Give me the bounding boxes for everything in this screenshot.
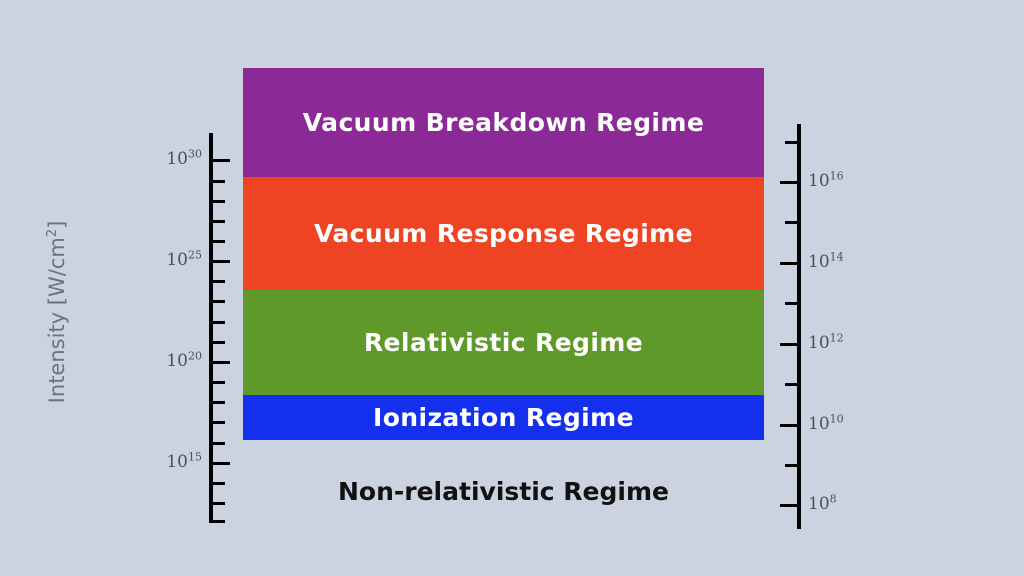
axis-tick [212,421,225,424]
left-axis-title-exponent: 2 [45,228,60,238]
axis-tick-label: 1015 [166,450,202,472]
left-axis-spine [209,133,213,523]
axis-tick [780,343,798,346]
axis-tick [212,300,225,303]
axis-tick [212,240,225,243]
nonrelativistic-regime-caption: Non-relativistic Regime [243,471,764,511]
nonrelativistic-regime-label: Non-relativistic Regime [338,476,669,506]
axis-tick [780,504,798,507]
regime-band-label: Vacuum Response Regime [314,219,693,248]
tick-label-exponent: 15 [188,450,202,464]
axis-tick [785,302,798,305]
axis-tick-label: 1016 [808,169,844,191]
tick-label-base: 10 [808,171,830,191]
tick-label-base: 10 [808,414,830,434]
axis-tick [785,221,798,224]
regime-band: Vacuum Response Regime [243,177,764,290]
axis-tick [212,462,230,465]
tick-label-exponent: 12 [829,331,844,345]
axis-tick [212,341,225,344]
tick-label-base: 10 [808,494,830,514]
axis-tick [212,520,225,523]
tick-label-base: 10 [808,333,830,353]
axis-tick [212,361,230,364]
axis-tick-label: 1014 [808,250,844,272]
regime-band-label: Relativistic Regime [363,328,644,357]
tick-label-base: 10 [166,149,188,169]
tick-label-exponent: 20 [188,349,202,363]
right-axis-spine [797,124,801,529]
axis-tick-label: 1010 [808,412,844,434]
left-axis-title-suffix: ] [45,220,69,229]
regime-band-label: Vacuum Breakdown Regime [302,108,705,137]
axis-tick [212,260,230,263]
axis-tick [212,381,225,384]
axis-tick [212,502,225,505]
regime-band: Ionization Regime [243,395,764,440]
axis-tick [212,321,225,324]
tick-label-base: 10 [166,452,188,472]
axis-tick [212,159,230,162]
axis-tick [212,401,225,404]
axis-tick-label: 108 [808,492,837,514]
tick-label-base: 10 [808,252,830,272]
tick-label-base: 10 [166,250,188,270]
axis-tick [212,482,225,485]
axis-tick [780,181,798,184]
tick-label-exponent: 25 [188,248,202,262]
axis-tick [212,200,225,203]
axis-tick [212,180,225,183]
axis-tick-label: 1025 [166,248,202,270]
regime-band-label: Ionization Regime [373,403,634,432]
left-axis-title-prefix: Intensity [W/cm [45,237,69,404]
tick-label-exponent: 16 [829,169,844,183]
axis-tick-label: 1020 [166,349,202,371]
axis-tick [785,383,798,386]
axis-tick [785,464,798,467]
axis-tick [780,262,798,265]
axis-tick [212,280,225,283]
axis-tick [212,442,225,445]
tick-label-exponent: 10 [829,412,844,426]
regime-band: Relativistic Regime [243,290,764,395]
left-axis-title: Intensity [W/cm2] [45,172,69,452]
tick-label-exponent: 14 [829,250,844,264]
regime-band: Vacuum Breakdown Regime [243,68,764,177]
axis-tick-label: 1012 [808,331,844,353]
axis-tick [785,141,798,144]
axis-tick [212,220,225,223]
tick-label-exponent: 8 [829,492,837,506]
axis-tick [780,424,798,427]
tick-label-exponent: 30 [188,147,202,161]
axis-tick-label: 1030 [166,147,202,169]
tick-label-base: 10 [166,351,188,371]
